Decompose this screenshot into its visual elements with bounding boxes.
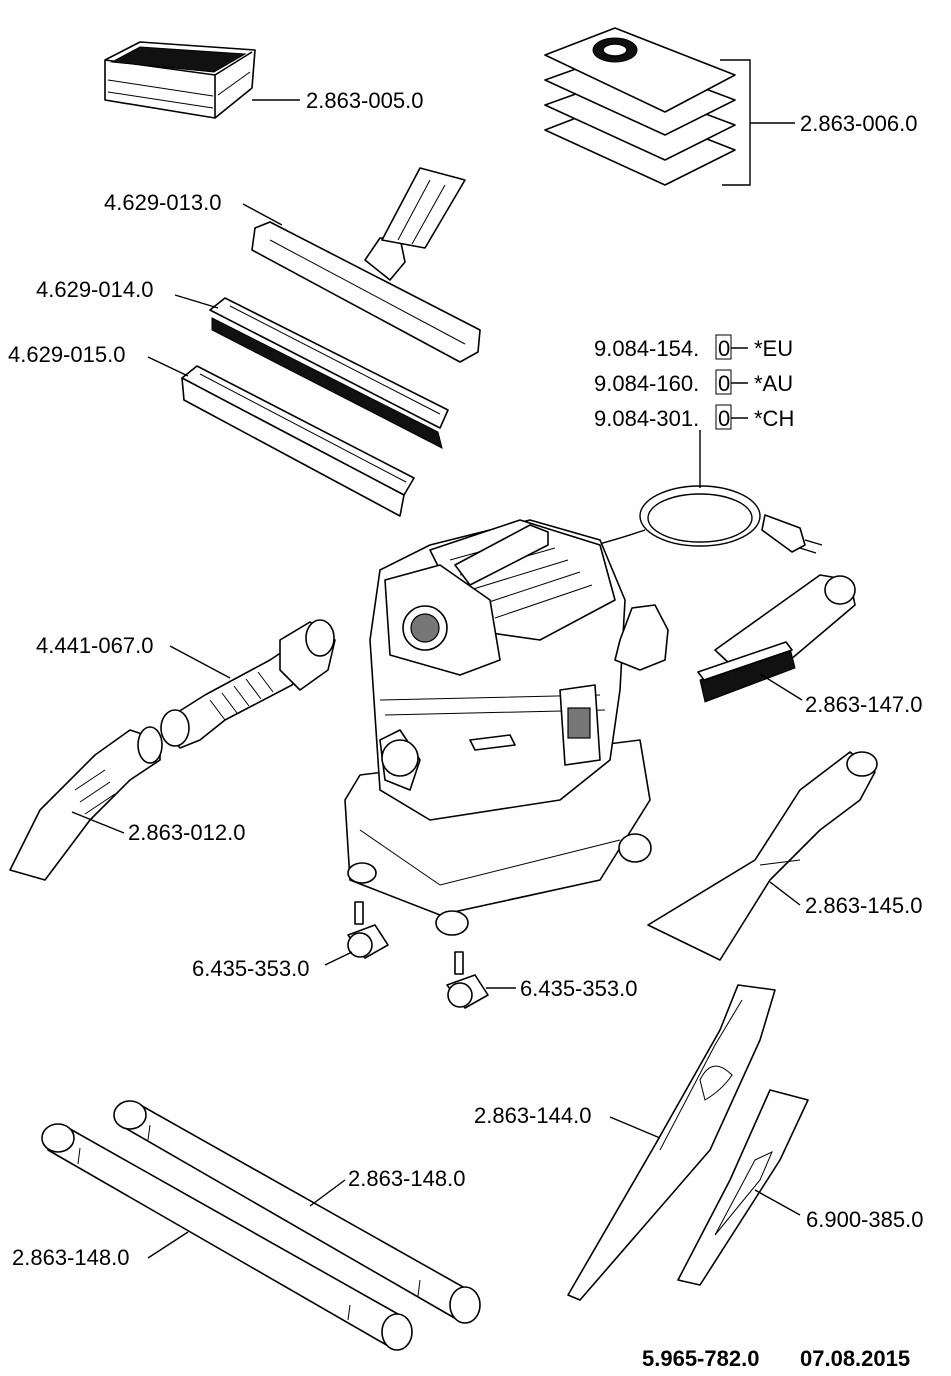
label-bags: 2.863-006.0 xyxy=(800,111,917,136)
hose-elbow xyxy=(9,726,163,881)
castor-left xyxy=(347,901,389,959)
leader-floor-nozzle xyxy=(242,203,283,226)
cable-ch-box xyxy=(715,404,732,430)
nozzle-insert-a xyxy=(209,297,449,449)
vacuum-cleaner-body xyxy=(344,519,669,916)
cable-eu-box xyxy=(715,334,732,360)
label-cable-eu: 9.084-154. xyxy=(594,336,699,361)
label-castor-right: 6.435-353.0 xyxy=(520,976,637,1001)
cable-au-tag: *AU xyxy=(754,371,793,396)
label-castor-left: 6.435-353.0 xyxy=(192,956,309,981)
nozzle-insert-b xyxy=(181,365,415,517)
label-tube-lower: 2.863-148.0 xyxy=(12,1245,129,1270)
label-crevice-small: 6.900-385.0 xyxy=(806,1207,923,1232)
cable-eu-digit: 0 xyxy=(718,336,730,361)
label-cable-au: 9.084-160. xyxy=(594,371,699,396)
label-hose: 4.441-067.0 xyxy=(36,633,153,658)
label-floor-nozzle: 4.629-013.0 xyxy=(104,190,221,215)
cable-ch-digit: 0 xyxy=(718,406,730,431)
leader-hose xyxy=(169,645,231,679)
label-brush: 2.863-147.0 xyxy=(805,692,922,717)
cable-au-box xyxy=(715,369,732,395)
leader-wet-nozzle xyxy=(769,881,801,906)
leader-castor-left xyxy=(324,951,353,966)
leader-elbow xyxy=(71,811,125,834)
floor-nozzle xyxy=(251,167,481,363)
cable-ch-tag: *CH xyxy=(754,406,794,431)
cable-eu-tag: *EU xyxy=(754,336,793,361)
flat-pleated-filter xyxy=(104,41,256,119)
label-filter: 2.863-005.0 xyxy=(306,88,423,113)
label-cable-ch: 9.084-301. xyxy=(594,406,699,431)
label-insert-a: 4.629-014.0 xyxy=(36,277,153,302)
cable-au-digit: 0 xyxy=(718,371,730,396)
crevice-nozzle-large xyxy=(567,984,776,1301)
label-elbow: 2.863-012.0 xyxy=(128,820,245,845)
label-insert-b: 4.629-015.0 xyxy=(8,342,125,367)
power-cable xyxy=(594,485,823,554)
label-wet-nozzle: 2.863-145.0 xyxy=(805,893,922,918)
leader-insert-b xyxy=(147,356,189,377)
crevice-nozzle-small xyxy=(677,1089,809,1286)
leader-crevice-small xyxy=(754,1189,801,1216)
label-tube-upper: 2.863-148.0 xyxy=(348,1166,465,1191)
leader-brush xyxy=(759,673,803,701)
castor-right xyxy=(446,951,489,1009)
label-crevice-large: 2.863-144.0 xyxy=(474,1103,591,1128)
extension-tube-upper xyxy=(113,1100,481,1324)
extension-tube-lower xyxy=(41,1123,413,1351)
footer-date: 07.08.2015 xyxy=(800,1346,910,1371)
suction-hose xyxy=(160,619,336,749)
filter-bags xyxy=(544,27,751,186)
body-wheels xyxy=(347,833,652,936)
leader-tube-upper xyxy=(309,1179,346,1207)
power-cable-labels: 9.084-154. 0 *EU 9.084-160. 0 *AU 9.084-… xyxy=(594,334,794,488)
leader-insert-a xyxy=(174,294,219,309)
brush-nozzle xyxy=(697,574,856,703)
leader-tube-lower xyxy=(147,1231,189,1259)
wet-nozzle xyxy=(647,751,878,961)
leader-crevice-large xyxy=(609,1116,661,1139)
footer-doc-number: 5.965-782.0 xyxy=(642,1346,759,1371)
